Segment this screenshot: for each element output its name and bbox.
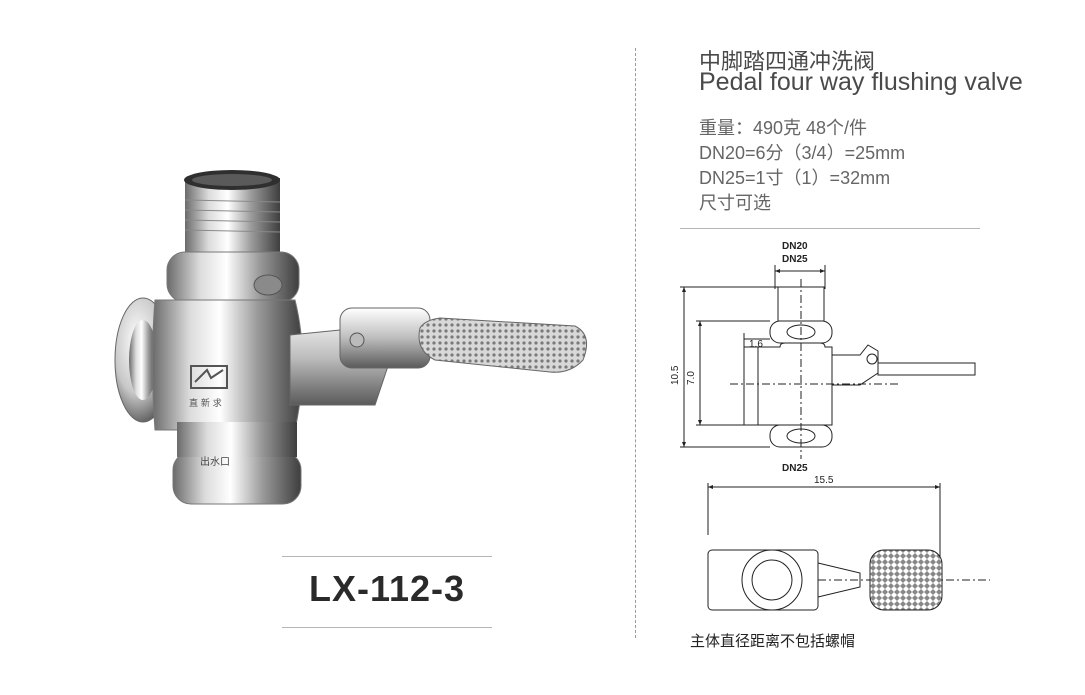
product-photo: 直 新 求 出水口 (114, 170, 588, 505)
model-line-bottom (282, 627, 492, 628)
spec-size-optional: 尺寸可选 (699, 193, 771, 213)
dim-1-6: 1.6 (749, 339, 763, 350)
product-title-cn: 中脚踏四通冲洗阀 (699, 49, 876, 74)
spec-list: 重量：490克 48个/件 DN20=6分（3/4）=25mm DN25=1寸（… (699, 116, 905, 216)
spec-dn25: DN25=1寸（1）=32mm (699, 168, 891, 188)
model-line-top (282, 556, 492, 557)
dim-dn20: DN20 (782, 241, 808, 252)
brand-mark-text: 直 新 求 (189, 397, 222, 409)
model-code: LX-112-3 (308, 568, 466, 609)
drawing-note: 主体直径距离不包括螺帽 (690, 633, 856, 650)
spec-weight: 重量：490克 48个/件 (699, 118, 868, 138)
spec-divider (680, 228, 980, 229)
dim-dn25-bottom: DN25 (782, 463, 808, 474)
spec-dn20: DN20=6分（3/4）=25mm (699, 143, 906, 163)
vertical-divider (635, 48, 636, 638)
product-title-en: Pedal four way flushing valve (699, 68, 1023, 96)
outlet-label: 出水口 (200, 455, 230, 468)
dim-dn25-top: DN25 (782, 254, 808, 265)
technical-drawing: DN20 DN25 DN25 1.6 10.5 7.0 15.5 (670, 241, 990, 611)
dim-7-0: 7.0 (686, 371, 697, 385)
dim-10-5: 10.5 (670, 365, 681, 385)
dim-15-5: 15.5 (814, 475, 834, 486)
